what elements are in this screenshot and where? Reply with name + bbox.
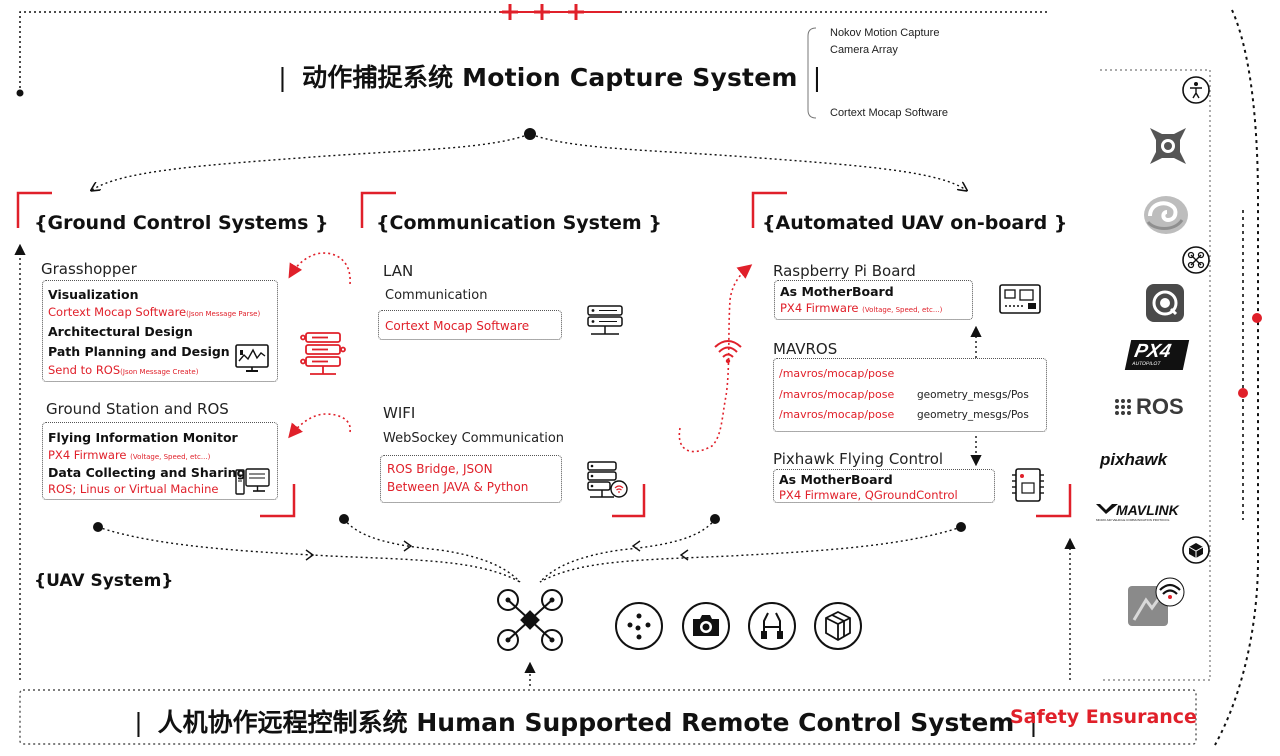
nokov-label: Nokov Motion Capture — [830, 27, 940, 39]
mocap-wifi-logo-icon — [1128, 577, 1185, 626]
pixhawk-board-icon — [1012, 468, 1044, 502]
flying-monitor-label: Flying Information Monitor — [48, 430, 238, 445]
mavlink-logo-text: MAVLINK — [1116, 502, 1179, 518]
px4-qgc-label: PX4 Firmware, QGroundControl — [779, 488, 958, 502]
uav-px4-note: (Voltage, Speed, etc...) — [862, 306, 943, 314]
cube-icon — [814, 602, 862, 650]
bracket-right: ❘ — [797, 63, 828, 92]
path-planning-label: Path Planning and Design — [48, 344, 230, 359]
monitor-chart-icon — [235, 344, 269, 372]
dots-icon — [615, 602, 663, 650]
ground-station-box: Flying Information Monitor PX4 Firmware … — [42, 422, 278, 500]
ros-logo-text: ROS — [1136, 394, 1184, 419]
send-ros-note: (Json Message Create) — [120, 368, 199, 376]
uav-px4-main: PX4 Firmware — [780, 301, 863, 315]
box-small-icon — [1188, 543, 1204, 558]
ground-control-title: {Ground Control Systems } — [34, 212, 329, 234]
swirl-logo-icon — [1144, 196, 1188, 234]
ros-dots-icon — [1115, 399, 1131, 415]
remote-control-title-text: 人机协作远程控制系统 Human Supported Remote Contro… — [157, 708, 1015, 737]
px4-firmware-note: (Voltage, Speed, etc...) — [130, 453, 211, 461]
lan-label: LAN — [383, 262, 414, 280]
visualization-label: Visualization — [48, 287, 139, 302]
pixhawk-logo-text: pixhawk — [1100, 450, 1168, 469]
pixhawk-control-label: Pixhawk Flying Control — [773, 450, 944, 468]
remote-control-title: ❘ 人机协作远程控制系统 Human Supported Remote Cont… — [128, 703, 1044, 739]
lan-communication-label: Communication — [385, 288, 488, 303]
body-tracking-icon — [1190, 82, 1202, 99]
cortext-side-label: Cortext Mocap Software — [830, 107, 948, 119]
communication-title-text: Communication System — [389, 212, 642, 234]
mavros-box: /mavros/mocap/pose /mavros/mocap/pose ge… — [773, 358, 1047, 432]
px4-logo-sub: AUTOPILOT — [1131, 361, 1161, 367]
bracket-right-b: ❘ — [1014, 708, 1044, 737]
mavros-label: MAVROS — [773, 340, 838, 358]
px4-logo: PX4 AUTOPILOT — [1124, 340, 1190, 370]
camera-array-label: Camera Array — [830, 44, 898, 56]
ground-control-title-text: Ground Control Systems — [47, 212, 309, 234]
geometry-msg-2: geometry_mesgs/Pos — [917, 389, 1029, 401]
cortext-parse-note: (Json Message Parse) — [186, 310, 261, 318]
grasshopper-label: Grasshopper — [41, 260, 137, 278]
topic-1: /mavros/mocap/pose — [779, 367, 895, 380]
topic-2: /mavros/mocap/pose — [779, 388, 895, 401]
topic-3: /mavros/mocap/pose — [779, 408, 895, 421]
ros-linux-line: ROS; Linus or Virtual Machine — [48, 482, 219, 496]
computer-icon — [235, 468, 270, 495]
send-ros-line: Send to ROS(Json Message Create) — [48, 363, 198, 377]
motion-capture-title: ❘ 动作捕捉系统 Motion Capture System ❘ — [272, 58, 828, 94]
gripper-icon — [748, 602, 796, 650]
drone-icon — [497, 589, 563, 651]
pixhawk-box: As MotherBoard PX4 Firmware, QGroundCont… — [773, 469, 995, 503]
px4-firmware-line: PX4 Firmware (Voltage, Speed, etc...) — [48, 448, 210, 462]
motion-capture-title-text: 动作捕捉系统 Motion Capture System — [302, 63, 798, 92]
communication-title: {Communication System } — [376, 212, 662, 234]
raspberry-board-icon — [999, 284, 1041, 314]
uav-onboard-title-text: Automated UAV on-board — [775, 212, 1048, 234]
motherboard-label-2: As MotherBoard — [779, 472, 893, 487]
cross-logo-icon — [1150, 128, 1186, 164]
grasshopper-box: Visualization Cortext Mocap Software(Jso… — [42, 280, 278, 382]
mavlink-wing-icon — [1096, 504, 1118, 514]
quadcopter-small-icon — [1187, 251, 1205, 269]
qgroundcontrol-logo-icon — [1146, 284, 1184, 322]
websocket-label: WebSockey Communication — [383, 431, 565, 446]
px4-firmware-main: PX4 Firmware — [48, 448, 131, 462]
raspberry-box: As MotherBoard PX4 Firmware (Voltage, Sp… — [774, 280, 973, 320]
geometry-msg-3: geometry_mesgs/Pos — [917, 409, 1029, 421]
arch-design-label: Architectural Design — [48, 324, 193, 339]
camera-icon — [682, 602, 730, 650]
mavlink-logo-sub: MICRO AIR VEHICLE COMMUNICATION PROTOCOL — [1096, 518, 1170, 522]
data-collect-label: Data Collecting and Sharing — [48, 465, 246, 480]
uav-onboard-title: {Automated UAV on-board } — [762, 212, 1068, 234]
server-network-icon — [300, 332, 346, 375]
raspberry-label: Raspberry Pi Board — [773, 262, 916, 280]
motherboard-label-1: As MotherBoard — [780, 284, 894, 299]
cortext-parse-line: Cortext Mocap Software(Json Message Pars… — [48, 305, 260, 319]
ros-bridge-label: ROS Bridge, JSON — [387, 462, 493, 476]
send-ros-main: Send to ROS — [48, 363, 121, 377]
wifi-icon — [714, 340, 742, 364]
server-icon — [587, 305, 623, 335]
px4-logo-text: PX4 — [1132, 341, 1173, 362]
uav-px4-line: PX4 Firmware (Voltage, Speed, etc...) — [780, 301, 942, 315]
lan-box: Cortext Mocap Software — [378, 310, 562, 340]
java-python-label: Between JAVA & Python — [387, 480, 529, 494]
uav-system-title: {UAV System} — [34, 571, 174, 591]
wifi-label: WIFI — [383, 404, 416, 422]
cortext-parse-main: Cortext Mocap Software — [48, 305, 187, 319]
bracket-left: ❘ — [272, 63, 303, 92]
wifi-box: ROS Bridge, JSON Between JAVA & Python — [380, 455, 562, 503]
mavlink-logo: MAVLINK MICRO AIR VEHICLE COMMUNICATION … — [1096, 500, 1188, 524]
bracket-left-b: ❘ — [128, 708, 158, 737]
lan-cortext-label: Cortext Mocap Software — [385, 319, 530, 333]
safety-ensurance-label: Safety Ensurance — [1010, 706, 1197, 728]
ground-station-label: Ground Station and ROS — [46, 400, 229, 418]
server-wifi-icon — [587, 461, 628, 498]
uav-system-title-text: UAV System — [46, 571, 162, 591]
